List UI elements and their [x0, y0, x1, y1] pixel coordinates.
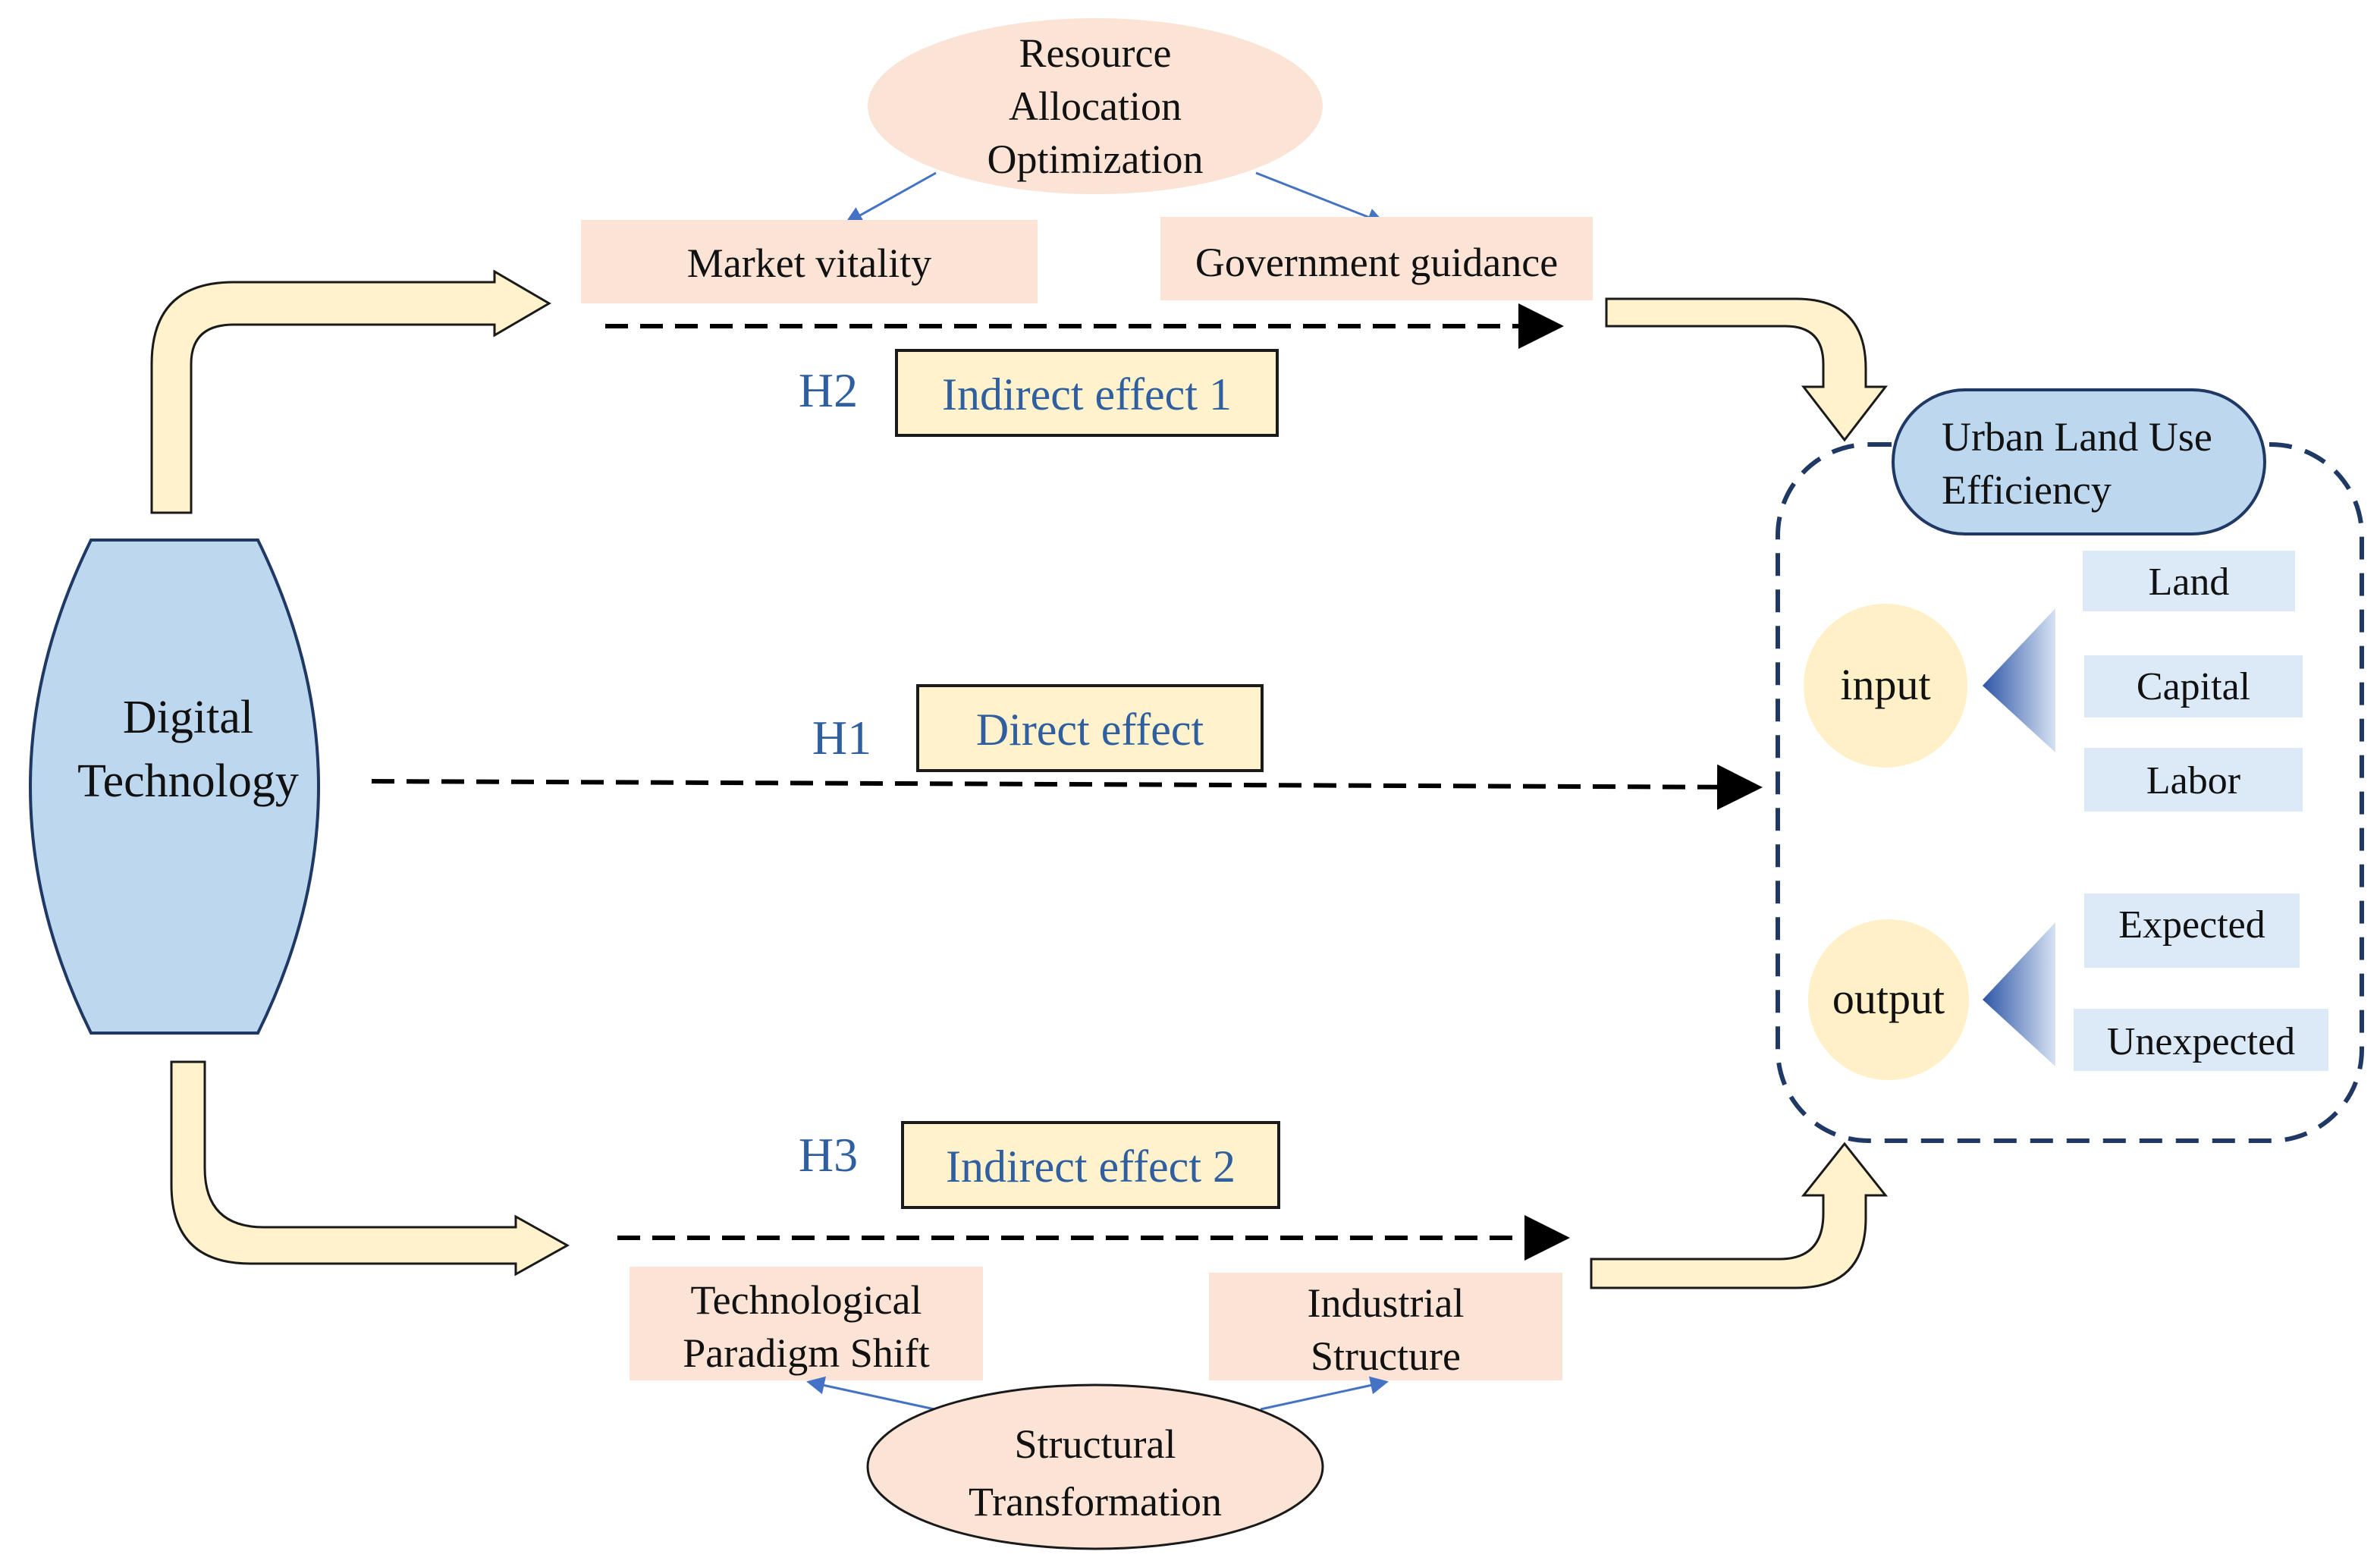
- urban-land-use-label-2: Efficiency: [1942, 467, 2112, 513]
- indirect-effect-1-box: Indirect effect 1: [895, 349, 1279, 437]
- input-item-land: Land: [2083, 551, 2295, 611]
- structural-transformation-label-1: Structural: [1015, 1421, 1176, 1467]
- h2-tag: H2: [799, 363, 858, 417]
- output-item-expected-label: Expected: [2118, 903, 2265, 947]
- input-item-labor: Labor: [2084, 748, 2303, 812]
- indirect-effect-1-label: Indirect effect 1: [942, 369, 1232, 419]
- resource-allocation-node: Resource Allocation Optimization: [868, 18, 1323, 194]
- arrow-to-technological-paradigm: [806, 1376, 935, 1411]
- bottom-block-arrow: [170, 1060, 570, 1277]
- top-block-arrow: [150, 269, 551, 514]
- bottom-right-block-arrow: [1590, 1141, 1889, 1289]
- output-triangle: [1983, 922, 2055, 1066]
- arrow-to-government-guidance: [1255, 171, 1386, 226]
- structural-transformation-node: Structural Transformation: [866, 1383, 1324, 1550]
- input-item-capital-label: Capital: [2137, 665, 2250, 708]
- input-triangle: [1983, 608, 2055, 752]
- government-guidance-box: Government guidance: [1160, 217, 1593, 300]
- h1-dashed-arrow: [371, 764, 1763, 810]
- input-item-land-label: Land: [2149, 561, 2230, 604]
- arrow-to-industrial-structure: [1260, 1376, 1389, 1411]
- resource-allocation-label-3: Optimization: [987, 137, 1204, 182]
- industrial-structure-label-2: Structure: [1311, 1333, 1461, 1379]
- industrial-structure-label-1: Industrial: [1308, 1280, 1465, 1326]
- urban-land-use-node: Urban Land Use Efficiency: [1892, 388, 2266, 535]
- digital-technology-label-2: Technology: [77, 755, 299, 807]
- h3-tag: H3: [799, 1128, 858, 1182]
- structural-transformation-label-2: Transformation: [969, 1479, 1222, 1525]
- government-guidance-label: Government guidance: [1195, 240, 1558, 285]
- industrial-structure-box: Industrial Structure: [1209, 1273, 1562, 1380]
- digital-technology-label-1: Digital: [123, 692, 253, 743]
- input-item-capital: Capital: [2084, 655, 2303, 718]
- urban-land-use-label-1: Urban Land Use: [1942, 414, 2212, 460]
- input-item-labor-label: Labor: [2146, 759, 2240, 802]
- h1-tag: H1: [812, 711, 871, 765]
- market-vitality-box: Market vitality: [581, 220, 1038, 303]
- direct-effect-label: Direct effect: [976, 705, 1204, 755]
- input-node: input: [1804, 604, 1967, 768]
- resource-allocation-label-1: Resource: [1019, 30, 1172, 76]
- technological-paradigm-label-2: Paradigm Shift: [683, 1330, 929, 1376]
- input-label: input: [1840, 660, 1930, 709]
- digital-technology-node: Digital Technology: [29, 539, 320, 1035]
- output-item-expected: Expected: [2084, 893, 2300, 968]
- direct-effect-box: Direct effect: [916, 684, 1264, 772]
- technological-paradigm-label-1: Technological: [690, 1277, 922, 1323]
- output-node: output: [1808, 919, 1969, 1080]
- output-item-unexpected: Unexpected: [2074, 1009, 2328, 1071]
- output-label: output: [1832, 974, 1945, 1023]
- indirect-effect-2-label: Indirect effect 2: [946, 1141, 1236, 1192]
- market-vitality-label: Market vitality: [687, 240, 931, 286]
- indirect-effect-2-box: Indirect effect 2: [901, 1121, 1280, 1209]
- output-item-unexpected-label: Unexpected: [2107, 1020, 2295, 1063]
- technological-paradigm-box: Technological Paradigm Shift: [630, 1267, 983, 1380]
- resource-allocation-label-2: Allocation: [1009, 83, 1182, 129]
- arrow-to-market-vitality: [844, 171, 937, 225]
- top-right-block-arrow: [1605, 297, 1889, 442]
